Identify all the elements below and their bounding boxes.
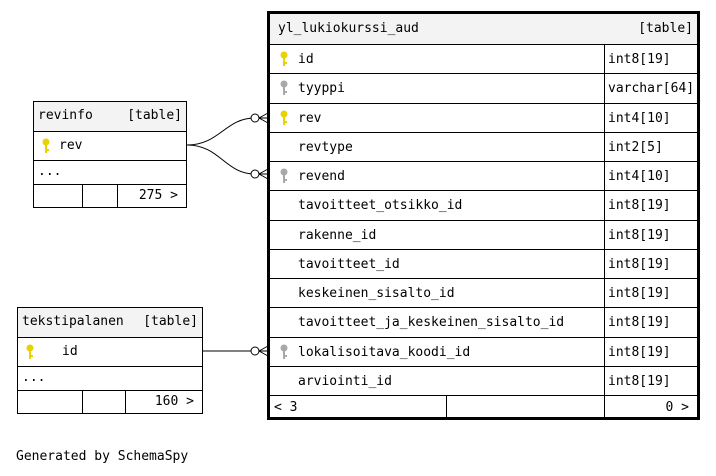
table-kind: [table] bbox=[127, 108, 182, 123]
connector-revinfo-revend bbox=[186, 144, 256, 175]
column-row[interactable]: rev int4[10] bbox=[270, 102, 697, 132]
column-row[interactable]: tyyppi varchar[64] bbox=[270, 73, 697, 103]
column-name: revtype bbox=[298, 139, 353, 155]
column-row[interactable]: tavoitteet_otsikko_id int8[19] bbox=[270, 190, 697, 220]
column-row[interactable]: rakenne_id int8[19] bbox=[270, 219, 697, 249]
table-kind: [table] bbox=[143, 314, 198, 329]
table-tekstipalanen[interactable]: tekstipalanen [table] id ... 160 > bbox=[17, 307, 203, 414]
primary-key-icon bbox=[280, 51, 288, 66]
column-name: id bbox=[62, 344, 78, 359]
column-type: varchar[64] bbox=[608, 81, 695, 97]
table-header: revinfo [table] bbox=[34, 102, 186, 131]
connector-revinfo-rev bbox=[186, 117, 256, 146]
column-name: rakenne_id bbox=[298, 227, 377, 243]
column-name: tavoitteet_otsikko_id bbox=[298, 198, 463, 214]
column-type: int8[19] bbox=[608, 315, 671, 331]
table-header: yl_lukiokurssi_aud [table] bbox=[270, 14, 697, 44]
column-row[interactable]: revtype int2[5] bbox=[270, 131, 697, 161]
table-kind: [table] bbox=[638, 21, 693, 36]
column-type: int2[5] bbox=[608, 139, 663, 155]
column-type: int8[19] bbox=[608, 227, 671, 243]
column-row[interactable]: id int8[19] bbox=[270, 44, 697, 74]
column-row[interactable]: tavoitteet_id int8[19] bbox=[270, 248, 697, 278]
footer-children-count[interactable]: 160 > bbox=[154, 394, 194, 409]
column-row[interactable]: rev bbox=[34, 131, 186, 160]
table-footer: 275 > bbox=[34, 184, 186, 207]
column-row[interactable]: lokalisoitava_koodi_id int8[19] bbox=[270, 336, 697, 366]
crowfoot-rev bbox=[250, 112, 269, 124]
primary-key-icon bbox=[280, 110, 288, 125]
table-revinfo[interactable]: revinfo [table] rev ... 275 > bbox=[33, 101, 187, 208]
table-header: tekstipalanen [table] bbox=[18, 308, 202, 337]
foreign-key-icon bbox=[280, 344, 288, 359]
column-name: tavoitteet_id bbox=[298, 256, 400, 272]
foreign-key-icon bbox=[280, 80, 288, 96]
table-yl-lukiokurssi-aud[interactable]: yl_lukiokurssi_aud [table] id int8[19] tyy… bbox=[267, 11, 700, 420]
table-name: tekstipalanen bbox=[22, 314, 124, 329]
generated-by-note: Generated by SchemaSpy bbox=[16, 449, 189, 464]
column-name: tyyppi bbox=[298, 81, 345, 97]
column-name: revend bbox=[298, 169, 345, 184]
column-type: int8[19] bbox=[608, 256, 671, 272]
crowfoot-lokalisoitava bbox=[250, 345, 269, 357]
column-name: arviointi_id bbox=[298, 373, 392, 389]
column-row[interactable]: id bbox=[18, 337, 202, 366]
column-name: id bbox=[298, 52, 314, 67]
column-type: int4[10] bbox=[608, 169, 671, 184]
column-name: keskeinen_sisalto_id bbox=[298, 286, 455, 301]
table-footer: < 3 0 > bbox=[270, 395, 697, 420]
footer-children-count[interactable]: 0 > bbox=[665, 400, 689, 415]
column-name: lokalisoitava_koodi_id bbox=[298, 344, 471, 360]
footer-children-count[interactable]: 275 > bbox=[138, 188, 178, 203]
primary-key-icon bbox=[42, 138, 50, 153]
column-type: int8[19] bbox=[608, 344, 671, 360]
column-row[interactable]: tavoitteet_ja_keskeinen_sisalto_id int8[1… bbox=[270, 307, 697, 337]
footer-parents-count[interactable]: < 3 bbox=[274, 400, 298, 415]
column-row[interactable]: arviointi_id int8[19] bbox=[270, 365, 697, 395]
column-name: tavoitteet_ja_keskeinen_sisalto_id bbox=[298, 315, 565, 331]
column-type: int8[19] bbox=[608, 198, 671, 214]
primary-key-icon bbox=[26, 344, 34, 359]
more-columns: ... bbox=[34, 160, 186, 184]
crowfoot-revend bbox=[250, 168, 269, 180]
column-row[interactable]: revend int4[10] bbox=[270, 161, 697, 191]
column-name: rev bbox=[298, 110, 322, 126]
column-name: rev bbox=[59, 138, 83, 153]
table-name: revinfo bbox=[38, 108, 93, 123]
column-type: int4[10] bbox=[608, 110, 671, 126]
column-type: int8[19] bbox=[608, 52, 671, 67]
column-type: int8[19] bbox=[608, 373, 671, 389]
column-type: int8[19] bbox=[608, 286, 671, 301]
table-footer: 160 > bbox=[18, 390, 202, 413]
more-columns: ... bbox=[18, 366, 202, 390]
table-name: yl_lukiokurssi_aud bbox=[278, 21, 419, 36]
foreign-key-icon bbox=[280, 168, 288, 183]
column-row[interactable]: keskeinen_sisalto_id int8[19] bbox=[270, 278, 697, 308]
